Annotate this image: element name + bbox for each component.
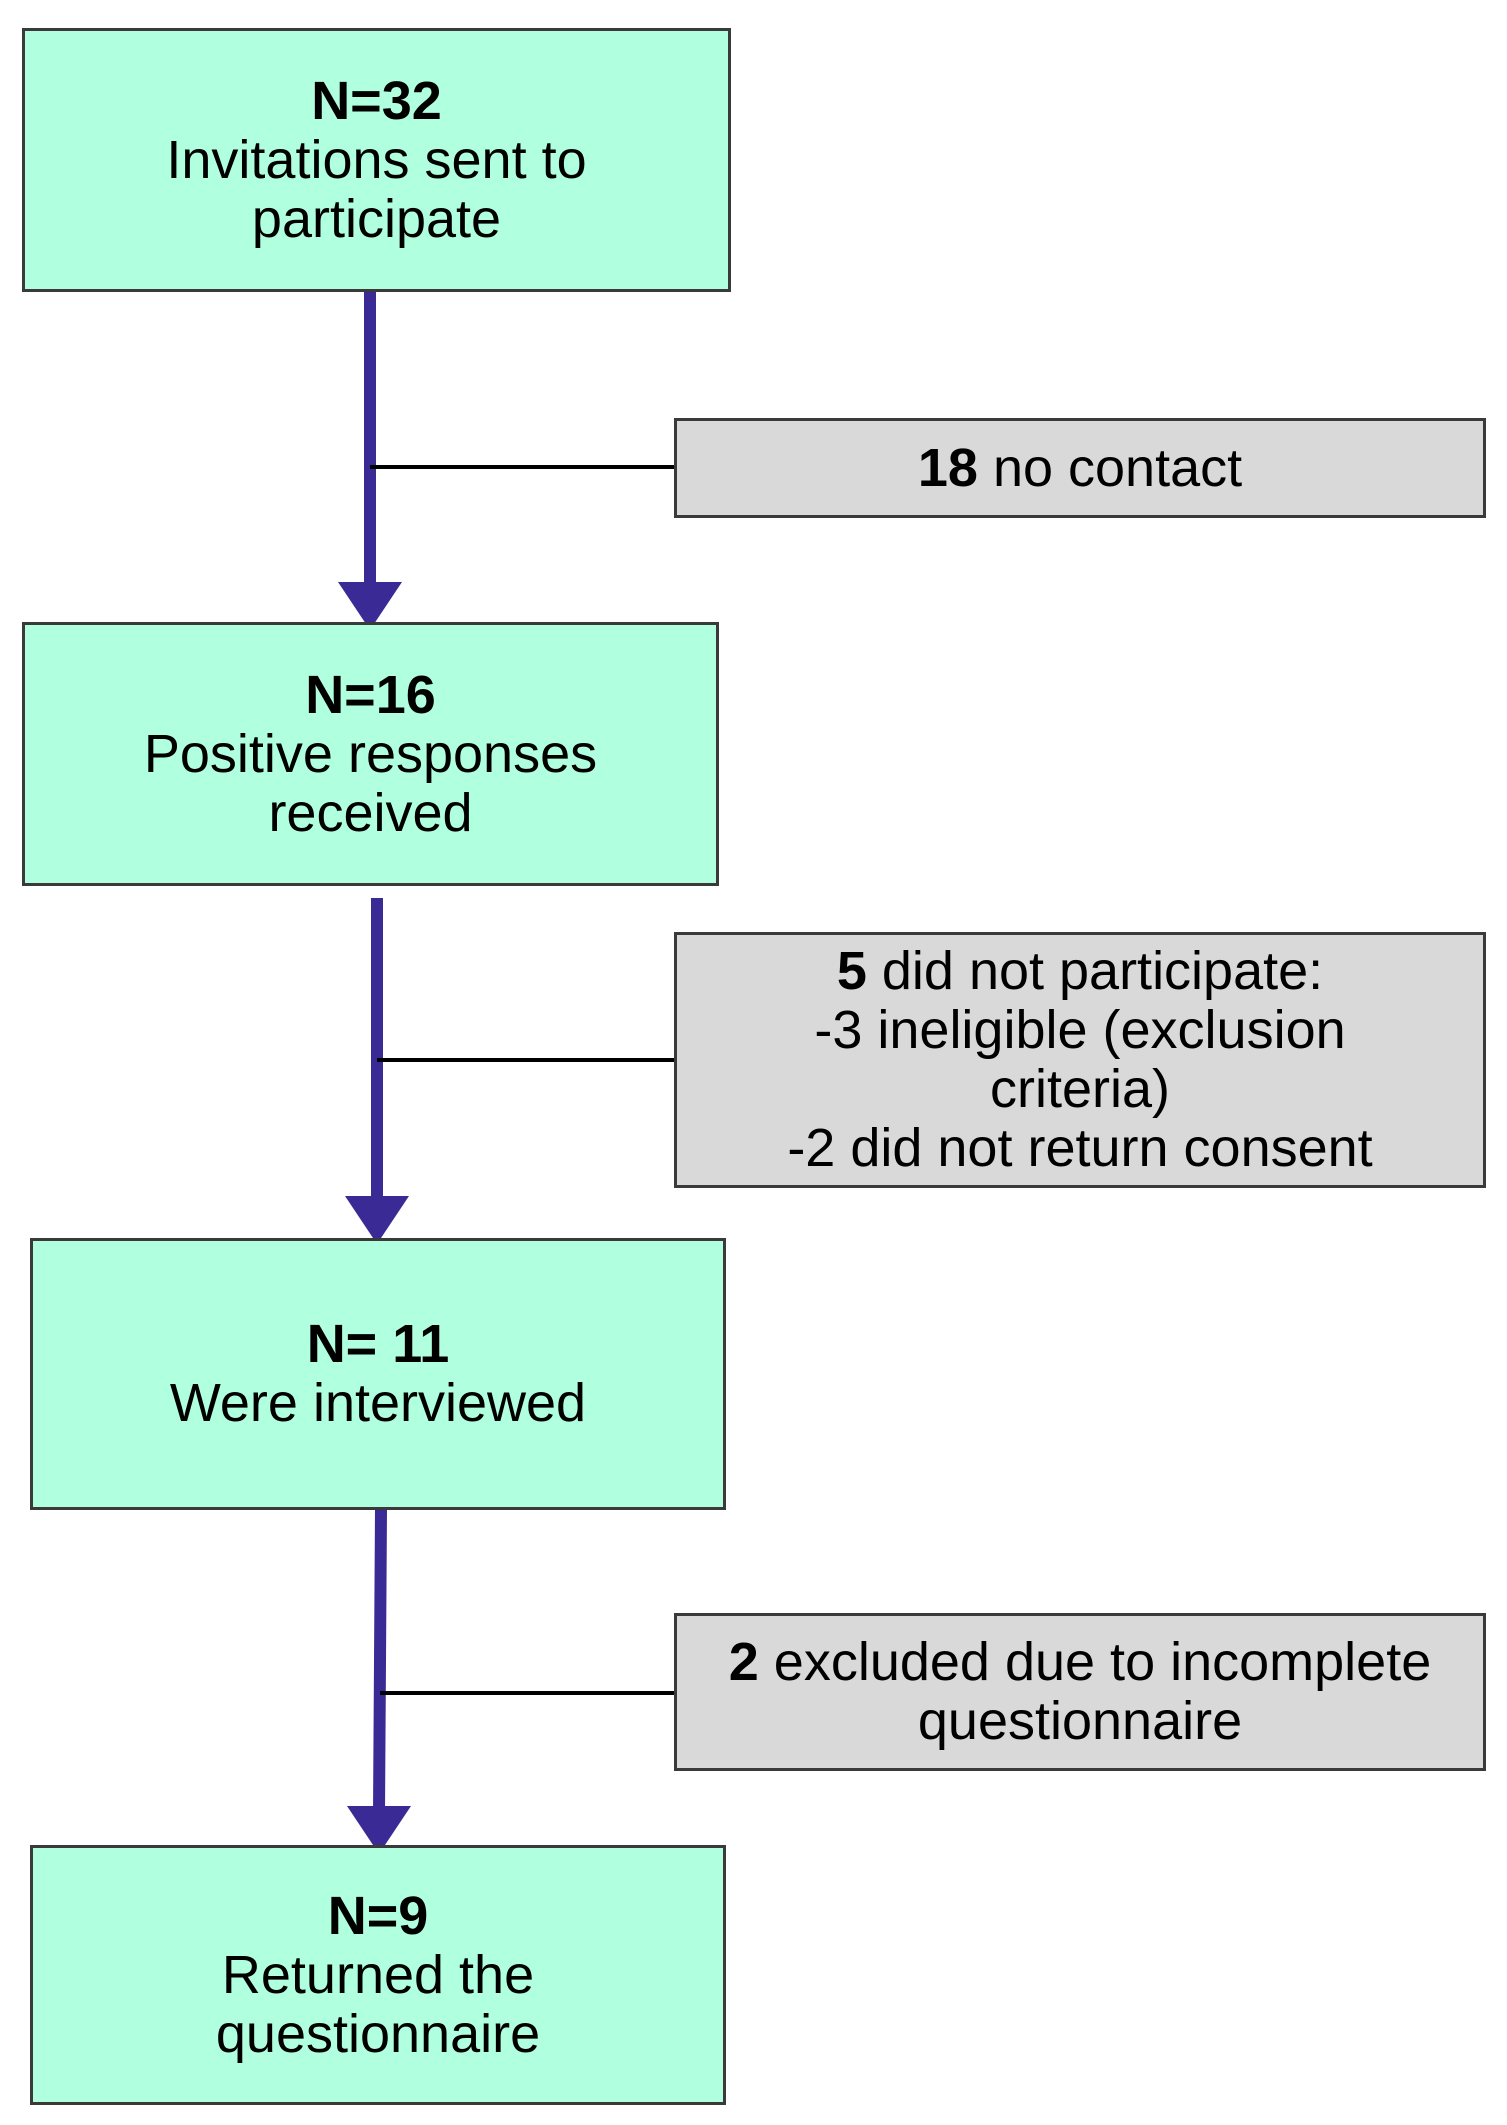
exclusion-count: 5: [836, 941, 867, 1001]
stage-count: N=16: [305, 664, 436, 725]
stage-count: N=9: [327, 1885, 429, 1946]
stage-box-positive-responses: N=16 Positive responses received: [22, 622, 719, 886]
exclusion-text: excluded due to incomplete: [758, 1632, 1432, 1692]
stage-description: Returned the questionnaire: [215, 1944, 541, 2064]
stage-line: received: [268, 782, 473, 843]
stage-box-invitations: N=32 Invitations sent to participate: [22, 28, 731, 292]
main-arrow-2: [345, 898, 409, 1244]
stage-box-returned-questionnaire: N=9 Returned the questionnaire: [30, 1845, 726, 2105]
main-arrow-1: [338, 292, 402, 630]
exclusion-text: did not participate:: [866, 941, 1324, 1001]
exclusion-detail: -2 did not return consent: [787, 1118, 1373, 1178]
exclusion-headline: 5 did not participate:: [837, 942, 1323, 1001]
stage-box-interviewed: N= 11 Were interviewed: [30, 1238, 726, 1510]
main-arrow-3: [347, 1509, 411, 1854]
exclusion-count: 2: [728, 1632, 759, 1692]
stage-line: Were interviewed: [169, 1373, 587, 1433]
stage-description: Positive responses received: [143, 723, 598, 843]
stage-line: Positive responses: [143, 723, 598, 784]
exclusion-box-did-not-participate: 5 did not participate: -3 ineligible (ex…: [674, 932, 1486, 1188]
stage-line: participate: [251, 188, 502, 249]
exclusion-detail: questionnaire: [917, 1691, 1243, 1751]
exclusion-detail: -3 ineligible (exclusion: [814, 1000, 1346, 1060]
stage-line: questionnaire: [215, 2003, 541, 2064]
exclusion-box-incomplete-questionnaire: 2 excluded due to incomplete questionnai…: [674, 1613, 1486, 1771]
stage-line: Invitations sent to: [166, 129, 587, 190]
stage-count: N=32: [311, 70, 442, 131]
exclusion-count: 18: [917, 437, 978, 498]
exclusion-box-no-contact: 18 no contact: [674, 418, 1486, 518]
stage-description: Invitations sent to participate: [166, 129, 587, 249]
exclusion-text: no contact: [977, 437, 1243, 498]
exclusion-headline: 18 no contact: [917, 437, 1243, 498]
stage-line: Returned the: [221, 1944, 535, 2005]
stage-description: Were interviewed: [170, 1374, 586, 1433]
exclusion-headline: 2 excluded due to incomplete: [729, 1633, 1432, 1692]
exclusion-detail: criteria): [989, 1059, 1170, 1119]
stage-count: N= 11: [306, 1314, 450, 1374]
